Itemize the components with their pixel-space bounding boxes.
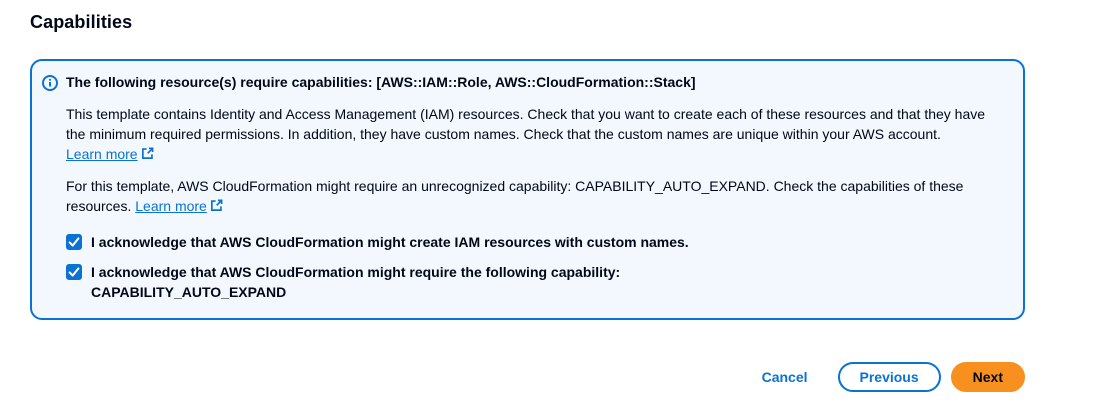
section-title: Capabilities: [30, 12, 133, 32]
iam-capabilities-paragraph: This template contains Identity and Acce…: [66, 104, 1005, 164]
acknowledge-auto-expand-line2: CAPABILITY_AUTO_EXPAND: [91, 284, 287, 300]
learn-more-link-1[interactable]: Learn more: [66, 146, 154, 162]
acknowledge-iam-names-label: I acknowledge that AWS CloudFormation mi…: [91, 234, 689, 250]
check-icon: [68, 267, 80, 277]
acknowledge-auto-expand-row[interactable]: I acknowledge that AWS CloudFormation mi…: [66, 262, 1005, 302]
previous-button[interactable]: Previous: [837, 362, 941, 392]
acknowledge-auto-expand-line1: I acknowledge that AWS CloudFormation mi…: [91, 264, 621, 280]
info-icon: [42, 75, 58, 91]
auto-expand-text: For this template, AWS CloudFormation mi…: [66, 178, 964, 214]
acknowledge-iam-names-row[interactable]: I acknowledge that AWS CloudFormation mi…: [66, 232, 1005, 252]
learn-more-link-2[interactable]: Learn more: [135, 198, 223, 214]
acknowledge-auto-expand-label: I acknowledge that AWS CloudFormation mi…: [91, 262, 620, 302]
acknowledge-auto-expand-checkbox[interactable]: [66, 264, 82, 280]
learn-more-label: Learn more: [66, 146, 138, 162]
external-link-icon: [210, 199, 223, 211]
capabilities-info-alert: The following resource(s) require capabi…: [30, 59, 1025, 320]
cancel-button[interactable]: Cancel: [754, 364, 816, 390]
alert-body: The following resource(s) require capabi…: [66, 73, 1005, 302]
auto-expand-paragraph: For this template, AWS CloudFormation mi…: [66, 176, 1005, 216]
wizard-actions: Cancel Previous Next: [30, 362, 1025, 392]
iam-capabilities-text: This template contains Identity and Acce…: [66, 106, 986, 142]
check-icon: [68, 237, 80, 247]
external-link-icon: [141, 147, 154, 159]
learn-more-label: Learn more: [135, 198, 207, 214]
alert-title: The following resource(s) require capabi…: [66, 74, 696, 90]
acknowledge-iam-names-checkbox[interactable]: [66, 234, 82, 250]
capabilities-section: Capabilities The following resource(s) r…: [30, 12, 1025, 392]
next-button[interactable]: Next: [950, 362, 1025, 392]
